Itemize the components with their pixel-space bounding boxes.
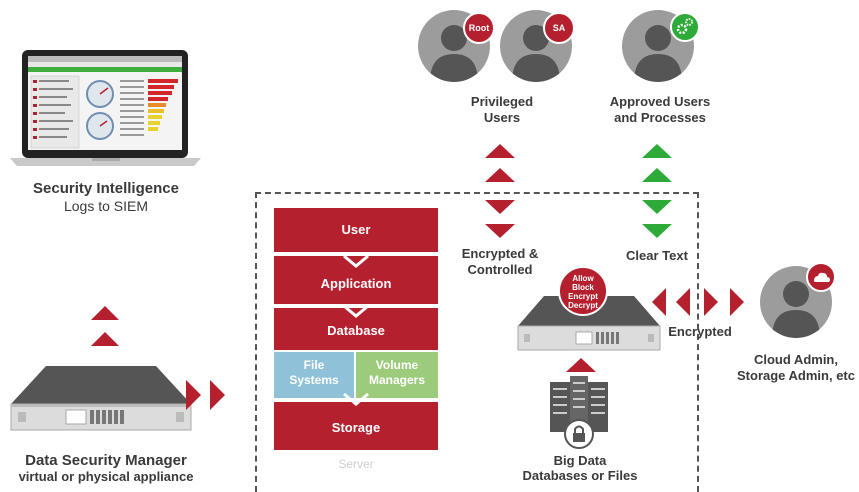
approved-users-label: Approved Users and Processes <box>609 94 711 125</box>
clear-text-label: Clear Text <box>626 248 688 263</box>
stack-chevrons <box>343 254 369 406</box>
arrow-left-icon <box>652 288 666 316</box>
dsm-title: Data Security Manager <box>25 452 187 469</box>
arrow-right-icon <box>186 380 201 410</box>
siem-laptop <box>8 48 203 168</box>
stack-storage-label: Storage <box>331 420 381 435</box>
privileged-users-label: Privileged Users <box>470 94 534 125</box>
arrow-up-icon <box>485 168 515 182</box>
badge-root: Root <box>463 12 495 44</box>
stack-user-label: User <box>341 222 371 237</box>
badge-sa: SA <box>543 12 575 44</box>
server-label: Server <box>338 457 374 471</box>
stack-volume-managers: Volume Managers <box>356 352 438 398</box>
privileged-user-sa-avatar <box>500 10 572 82</box>
cloud-icon <box>806 262 836 292</box>
arrow-down-icon <box>485 200 515 214</box>
dsm-appliance-icon <box>6 356 196 436</box>
arrow-up-icon <box>642 168 672 182</box>
big-data-servers-icon <box>546 376 612 452</box>
stack-file-systems: File Systems <box>274 352 354 398</box>
arrow-up-icon <box>485 144 515 158</box>
encrypted-label: Encrypted <box>668 324 732 339</box>
stack-storage: Storage <box>274 402 438 450</box>
arrow-up-icon <box>566 358 596 372</box>
cloud-admin-label: Cloud Admin, Storage Admin, etc <box>737 352 855 383</box>
stack-application-label: Application <box>320 276 392 291</box>
arrow-down-icon <box>642 224 672 238</box>
siem-subtitle: Logs to SIEM <box>63 198 149 214</box>
agent-badge-label: Allow Block Encrypt Decrypt <box>568 274 598 310</box>
arrow-up-icon <box>91 306 119 320</box>
encrypted-controlled-label: Encrypted & Controlled <box>461 246 539 277</box>
arrow-down-icon <box>485 224 515 238</box>
big-data-title: Big Data <box>553 453 607 468</box>
big-data-subtitle: Databases or Files <box>522 468 638 483</box>
arrow-down-icon <box>642 200 672 214</box>
stack-database: Database <box>274 308 438 350</box>
agent-badge: Allow Block Encrypt Decrypt <box>558 266 608 316</box>
volume-managers-label: Volume Managers <box>368 358 426 387</box>
siem-title: Security Intelligence <box>33 180 179 197</box>
arrow-up-icon <box>91 332 119 346</box>
stack-user: User <box>274 208 438 252</box>
stack-application: Application <box>274 256 438 304</box>
cloud-admin-avatar <box>760 266 832 338</box>
stack-database-label: Database <box>327 323 385 338</box>
arrow-up-icon <box>642 144 672 158</box>
arrow-right-icon <box>704 288 718 316</box>
arrow-left-icon <box>676 288 690 316</box>
dsm-subtitle: virtual or physical appliance <box>18 469 194 484</box>
gear-icon <box>670 12 700 42</box>
server-boundary <box>255 192 699 492</box>
arrow-right-icon <box>210 380 225 410</box>
arrow-right-icon <box>730 288 744 316</box>
file-systems-label: File Systems <box>289 358 339 387</box>
